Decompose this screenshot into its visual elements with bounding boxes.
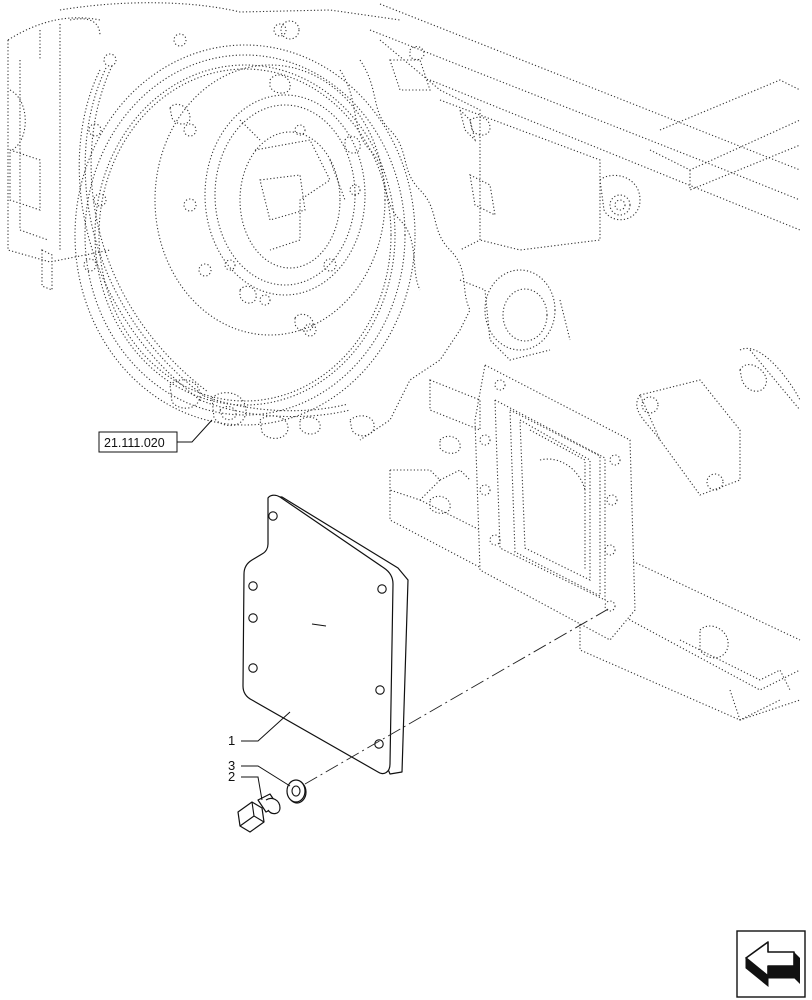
reference-callout[interactable]: 21.111.020 bbox=[98, 419, 213, 453]
callout-2: 2 bbox=[228, 769, 263, 801]
callout-number: 3 bbox=[228, 758, 235, 773]
ghosted-transmission-housing bbox=[7, 2, 801, 721]
callout-number: 2 bbox=[228, 769, 235, 784]
washer bbox=[286, 779, 307, 804]
bolt bbox=[237, 793, 281, 833]
previous-page-arrow-icon[interactable] bbox=[736, 930, 806, 998]
callout-1: 1 bbox=[228, 711, 291, 748]
assembly-centre-line bbox=[304, 607, 611, 785]
cover-plate bbox=[242, 494, 409, 775]
reference-label: 21.111.020 bbox=[104, 436, 165, 450]
callout-3: 3 bbox=[228, 758, 291, 787]
callout-number: 1 bbox=[228, 733, 235, 748]
